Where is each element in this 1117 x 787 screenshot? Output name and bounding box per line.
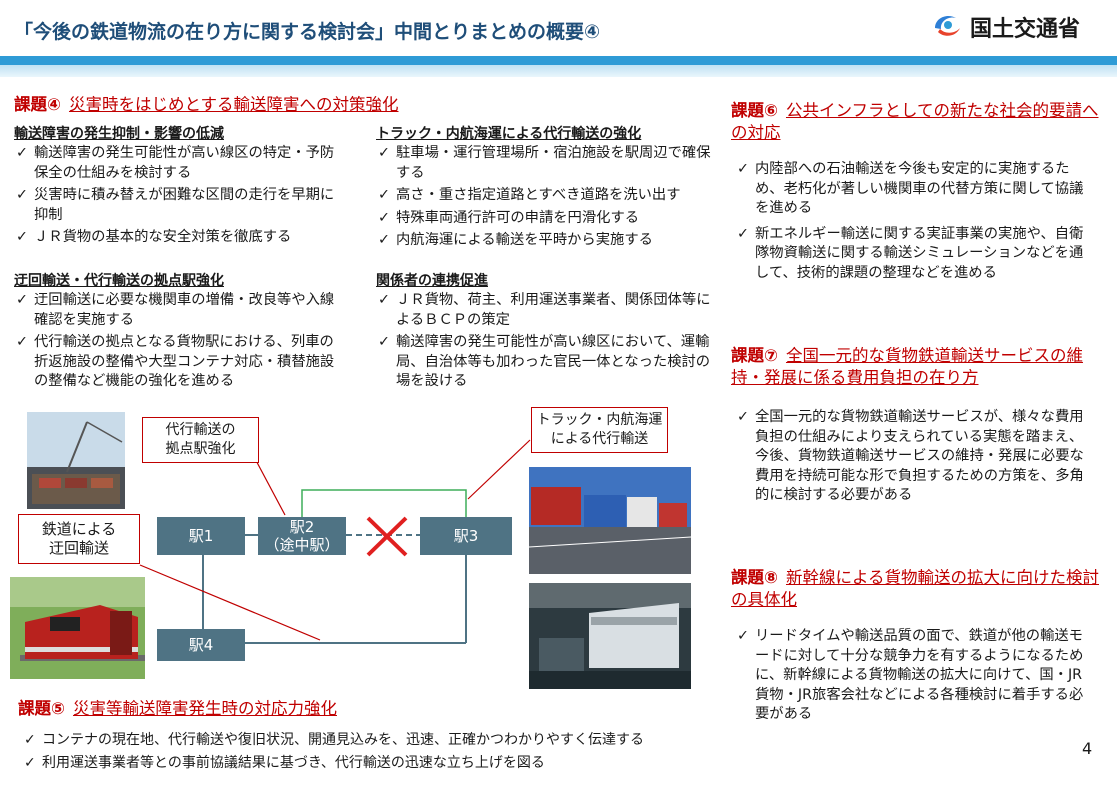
rail-network-diagram: 駅1 駅2（途中駅） 駅3 駅4 代行輸送の拠点駅強化 トラック・内航海運による… [0, 405, 700, 690]
issue4-section-1: 輸送障害の発生抑制・影響の低減 ✓輸送障害の発生可能性が高い線区の特定・予防保全… [14, 124, 344, 251]
check-icon: ✓ [737, 161, 749, 177]
station-1: 駅1 [157, 517, 245, 555]
check-icon: ✓ [16, 187, 28, 203]
callout-rail-detour: 鉄道による迂回輸送 [18, 514, 140, 564]
issue8-label: 課題⑧ [731, 568, 778, 587]
list-item: ✓コンテナの現在地、代行輸送や復旧状況、開通見込みを、迅速、正確かつわかりやすく… [22, 731, 722, 751]
issue4-section-3: トラック・内航海運による代行輸送の強化 ✓駐車場・運行管理場所・宿泊施設を駅周辺… [376, 124, 711, 254]
issue8-title: 新幹線による貨物輸送の拡大に向けた検討の具体化 [731, 568, 1099, 609]
callout-pointer [139, 564, 321, 641]
check-icon: ✓ [24, 754, 36, 771]
issue5-title: 災害等輸送障害発生時の対応力強化 [72, 699, 337, 718]
ministry-name: 国土交通省 [970, 17, 1081, 42]
check-icon: ✓ [378, 145, 390, 161]
list-item: ✓駐車場・運行管理場所・宿泊施設を駅周辺で確保する [378, 145, 711, 181]
issue5-heading: 課題⑤ 災害等輸送障害発生時の対応力強化 [18, 698, 337, 720]
issue4-section-4: 関係者の連携促進 ✓ＪＲ貨物、荷主、利用運送事業者、関係団体等によるＢＣＰの策定… [376, 271, 711, 395]
issue4-title: 災害時をはじめとする輸送障害への対策強化 [68, 95, 399, 114]
page-title: 「今後の鉄道物流の在り方に関する検討会」中間とりまとめの概要④ [14, 21, 601, 43]
list-item: ✓リードタイムや輸送品質の面で、鉄道が他の輸送モードに対して十分な競争力を有する… [737, 628, 1084, 722]
issue4-label: 課題④ [14, 95, 61, 114]
check-icon: ✓ [378, 292, 390, 308]
route-lines [139, 439, 531, 644]
list-item: ✓特殊車両通行許可の申請を円滑化する [376, 209, 711, 229]
list-item: ✓利用運送事業者等との事前協議結果に基づき、代行輸送の迅速な立ち上げを図る [22, 754, 722, 774]
issue7-list: ✓全国一元的な貨物鉄道輸送サービスが、様々な費用負担の仕組みにより支えられている… [735, 408, 1095, 512]
list-item: ✓代行輸送の拠点となる貨物駅における、列車の折返施設の整備や大型コンテナ対応・積… [16, 334, 335, 389]
check-icon: ✓ [737, 409, 749, 425]
check-icon: ✓ [737, 628, 749, 644]
blocked-x-icon [366, 516, 408, 557]
list-item: ✓ＪＲ貨物の基本的な安全対策を徹底する [14, 228, 344, 248]
list-item: ✓輸送障害の発生可能性が高い線区において、運輸局、自治体等も加わった官民一体とな… [378, 334, 711, 389]
list-item: ✓迂回輸送に必要な機関車の増備・改良等や入線確認を実施する [16, 292, 335, 328]
issue7-title: 全国一元的な貨物鉄道輸送サービスの維持・発展に係る費用負担の在り方 [731, 346, 1083, 387]
callout-hub-station: 代行輸送の拠点駅強化 [142, 417, 259, 463]
list-item: ✓災害時に積み替えが困難な区間の走行を早期に抑制 [16, 187, 335, 223]
ship-hold-photo [529, 583, 691, 689]
issue4-heading: 課題④ 災害時をはじめとする輸送障害への対策強化 [14, 94, 399, 116]
check-icon: ✓ [378, 334, 390, 350]
section-heading: 迂回輸送・代行輸送の拠点駅強化 [14, 273, 224, 289]
list-item: ✓全国一元的な貨物鉄道輸送サービスが、様々な費用負担の仕組みにより支えられている… [737, 409, 1084, 503]
section-heading: 輸送障害の発生抑制・影響の低減 [14, 126, 224, 142]
header-rule-gradient [0, 65, 1117, 77]
header-rule [0, 56, 1117, 65]
issue6-title: 公共インフラとしての新たな社会的要請への対応 [731, 101, 1099, 142]
check-icon: ✓ [16, 334, 28, 350]
issue6-list: ✓内陸部への石油輸送を今後も安定的に実施するため、老朽化が著しい機関車の代替方策… [735, 160, 1095, 289]
truck-yard-photo [529, 467, 691, 574]
callout-pointer [467, 439, 531, 500]
substitute-transport-route [301, 489, 467, 517]
issue4-section-2: 迂回輸送・代行輸送の拠点駅強化 ✓迂回輸送に必要な機関車の増備・改良等や入線確認… [14, 271, 344, 395]
issue7-label: 課題⑦ [731, 346, 778, 365]
station-4: 駅4 [157, 629, 245, 661]
section-heading: 関係者の連携促進 [376, 273, 488, 289]
callout-truck-ship: トラック・内航海運による代行輸送 [531, 407, 668, 453]
list-item: ✓ＪＲ貨物、荷主、利用運送事業者、関係団体等によるＢＣＰの策定 [378, 292, 711, 328]
page-number: 4 [1082, 739, 1093, 758]
mlit-logo-icon [935, 16, 960, 36]
station-3: 駅3 [420, 517, 512, 555]
check-icon: ✓ [16, 292, 28, 308]
callout-pointer [251, 452, 286, 516]
check-icon: ✓ [16, 145, 28, 161]
check-icon: ✓ [378, 232, 390, 248]
cargo-ship-photo [27, 412, 125, 509]
section-heading: トラック・内航海運による代行輸送の強化 [376, 126, 642, 142]
list-item: ✓内陸部への石油輸送を今後も安定的に実施するため、老朽化が著しい機関車の代替方策… [737, 161, 1084, 216]
issue5-list: ✓コンテナの現在地、代行輸送や復旧状況、開通見込みを、迅速、正確かつわかりやすく… [22, 731, 722, 776]
list-item: ✓輸送障害の発生可能性が高い線区の特定・予防保全の仕組みを検討する [16, 145, 335, 181]
list-item: ✓内航海運による輸送を平時から実施する [376, 231, 711, 251]
station-2: 駅2（途中駅） [258, 517, 346, 555]
ministry-logo: 国土交通省 [930, 8, 1110, 42]
issue5-label: 課題⑤ [18, 699, 65, 718]
check-icon: ✓ [16, 229, 28, 245]
check-icon: ✓ [378, 209, 390, 226]
issue8-list: ✓リードタイムや輸送品質の面で、鉄道が他の輸送モードに対して十分な競争力を有する… [735, 627, 1095, 731]
locomotive-photo [10, 577, 145, 679]
list-item: ✓新エネルギー輸送に関する実証事業の実施や、自衛隊物資輸送に関する輸送シミュレー… [737, 225, 1084, 281]
check-icon: ✓ [24, 732, 36, 748]
check-icon: ✓ [737, 225, 749, 242]
check-icon: ✓ [378, 187, 390, 203]
list-item: ✓高さ・重さ指定道路とすべき道路を洗い出す [376, 186, 711, 206]
issue6-label: 課題⑥ [731, 101, 778, 120]
